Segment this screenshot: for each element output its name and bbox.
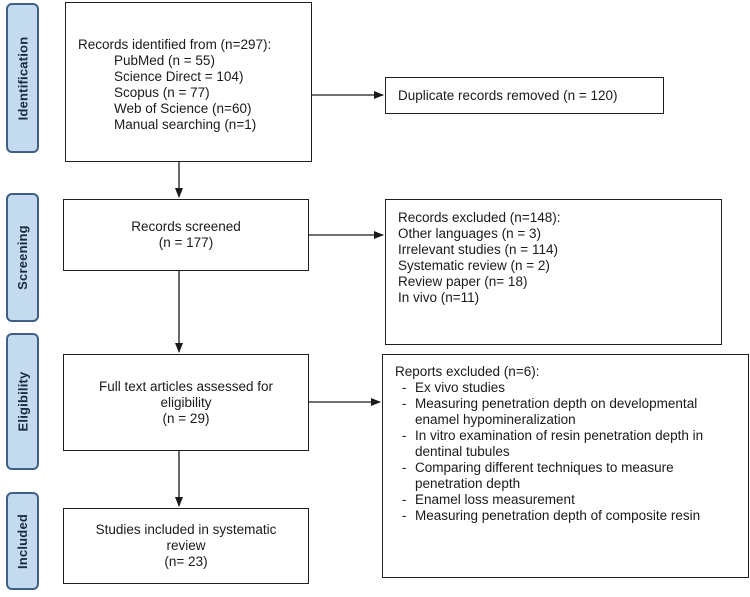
item-text: penetration depth (415, 476, 521, 491)
records-screened-label: Records screened (131, 219, 241, 234)
stage-screening: Screening (6, 193, 39, 322)
excluded-systematic-review: Systematic review (n = 2) (398, 258, 550, 273)
excluded-in-vivo: In vivo (n=11) (398, 290, 480, 305)
duplicates-removed-text: Duplicate records removed (n = 120) (398, 87, 618, 103)
studies-included-count: (n= 23) (164, 554, 208, 569)
records-identified-box: Records identified from (n=297): PubMed … (65, 2, 312, 162)
reports-excluded-heading: Reports excluded (n=6): (395, 364, 540, 379)
source-web-of-science: Web of Science (n=60) (114, 101, 252, 116)
studies-included-line1: Studies included in systematic (95, 522, 277, 537)
reports-excluded-item: Measuring penetration depth of composite… (395, 508, 748, 524)
item-text: Measuring penetration depth of composite… (415, 508, 701, 523)
reports-excluded-item: Comparing different techniques to measur… (395, 460, 748, 492)
source-pubmed: PubMed (n = 55) (114, 53, 215, 68)
source-list: PubMed (n = 55) Science Direct = 104) Sc… (78, 53, 311, 133)
reports-excluded-item: Measuring penetration depth on developme… (395, 396, 748, 428)
excluded-other-languages: Other languages (n = 3) (398, 226, 541, 241)
records-identified-heading: Records identified from (n=297): (78, 37, 272, 52)
stage-identification: Identification (6, 3, 39, 153)
source-scopus: Scopus (n = 77) (114, 85, 210, 100)
studies-included-box: Studies included in systematic review (n… (63, 508, 309, 584)
records-excluded-box: Records excluded (n=148): Other language… (385, 199, 722, 345)
reports-excluded-item: Enamel loss measurement (395, 492, 748, 508)
item-text: Comparing different techniques to measur… (415, 460, 674, 475)
full-text-assessed-count: (n = 29) (162, 410, 210, 426)
records-screened-count: (n = 177) (158, 235, 214, 250)
item-text: enamel hypomineralization (415, 412, 576, 427)
studies-included-line2: review (166, 538, 206, 553)
full-text-assessed-box: Full text articles assessed for eligibil… (63, 354, 309, 451)
reports-excluded-item: Ex vivo studies (395, 380, 748, 396)
source-science-direct: Science Direct = 104) (114, 69, 244, 84)
stage-eligibility: Eligibility (6, 333, 39, 470)
full-text-assessed-line2: eligibility (160, 394, 212, 410)
reports-excluded-box: Reports excluded (n=6): Ex vivo studies … (382, 354, 749, 578)
item-text: Ex vivo studies (415, 380, 506, 395)
item-text: Enamel loss measurement (415, 492, 575, 507)
item-text: dentinal tubules (415, 444, 510, 459)
excluded-irrelevant-studies: Irrelevant studies (n = 114) (398, 242, 558, 257)
source-manual-searching: Manual searching (n=1) (114, 117, 257, 132)
reports-excluded-list: Ex vivo studies Measuring penetration de… (395, 380, 748, 524)
duplicates-removed-box: Duplicate records removed (n = 120) (385, 77, 664, 114)
records-excluded-heading: Records excluded (n=148): (398, 210, 561, 225)
stage-included: Included (6, 492, 39, 590)
item-text: In vitro examination of resin penetratio… (415, 428, 704, 443)
item-text: Measuring penetration depth on developme… (415, 396, 698, 411)
reports-excluded-item: In vitro examination of resin penetratio… (395, 428, 748, 460)
records-screened-box: Records screened (n = 177) (63, 199, 309, 271)
full-text-assessed-line1: Full text articles assessed for (98, 378, 274, 394)
excluded-review-paper: Review paper (n= 18) (398, 274, 528, 289)
